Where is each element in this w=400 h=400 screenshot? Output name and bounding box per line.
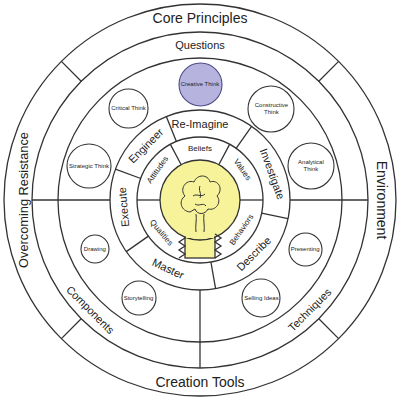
- bulb-filament: [196, 214, 205, 232]
- bulb-base: [185, 231, 215, 258]
- ring-divider: [262, 213, 288, 219]
- circle-label: Analytical Think: [291, 159, 331, 172]
- circle-shape: [81, 235, 109, 263]
- ring-divider: [61, 61, 81, 81]
- circle-shape: [289, 233, 322, 266]
- ring-label: Questions: [175, 40, 225, 51]
- skill-circle: Creative Think: [178, 62, 223, 107]
- circle-label: Presenting: [291, 246, 320, 253]
- ring-divider: [137, 199, 160, 200]
- skill-circle: Critical Think: [108, 88, 149, 129]
- skill-circle: Presenting: [288, 232, 323, 267]
- ring-divider: [211, 262, 216, 289]
- circle-label: Creative Think: [181, 81, 220, 88]
- circle-label: Constructive Think: [251, 102, 291, 115]
- ring-divider: [61, 319, 81, 339]
- circle-shape: [67, 144, 111, 188]
- brain-icon: [181, 176, 220, 232]
- bulb-thread: [215, 234, 221, 258]
- ring-divider: [319, 319, 339, 339]
- ring-border: [137, 137, 263, 263]
- ring-divider: [170, 144, 181, 164]
- circle-label: Drawing: [84, 246, 106, 253]
- circle-label: Storytelling: [124, 295, 154, 302]
- circle-label: Selling Ideas: [244, 295, 278, 302]
- circle-content: Creative Think: [178, 62, 223, 107]
- skill-circle: Analytical Think: [287, 142, 335, 190]
- ring-border: [32, 32, 368, 368]
- ring-divider: [240, 199, 263, 200]
- skill-circle: Strategic Think: [66, 143, 112, 189]
- circle-content: Drawing: [80, 234, 110, 264]
- ring-divider: [126, 236, 148, 252]
- ring-divider: [199, 290, 200, 368]
- circle-content: Presenting: [288, 232, 323, 267]
- ring-divider: [115, 169, 140, 178]
- circle-shape: [242, 279, 280, 317]
- bulb-neck: [186, 230, 214, 238]
- circle-shape: [288, 143, 334, 189]
- light-bulb: [160, 160, 240, 240]
- circle-shape: [248, 86, 294, 132]
- skill-circle: Constructive Think: [247, 85, 295, 133]
- bulb-thread: [179, 238, 185, 258]
- ring-divider: [236, 126, 252, 148]
- circle-label: Strategic Think: [69, 163, 109, 170]
- circle-content: Selling Ideas: [241, 278, 281, 318]
- ring-divider: [290, 199, 368, 200]
- circle-content: Analytical Think: [287, 142, 335, 190]
- ring-divider: [219, 144, 230, 164]
- ring-label: Investigate: [258, 147, 287, 201]
- ring-label: Overcoming Resistance: [18, 132, 31, 268]
- ring-label: Re-Imagine: [172, 118, 229, 129]
- brain-outline: [181, 176, 220, 214]
- circle-label: Critical Think: [111, 105, 146, 112]
- circle-content: Strategic Think: [66, 143, 112, 189]
- ring-divider: [32, 199, 110, 200]
- ring-border: [110, 110, 290, 290]
- skill-circle: Storytelling: [121, 280, 157, 316]
- outer-ring: [4, 4, 396, 396]
- circle-content: Storytelling: [121, 280, 157, 316]
- ring-label: Creation Tools: [155, 375, 244, 389]
- circle-content: Critical Think: [108, 88, 149, 129]
- ring-label: Describe: [235, 235, 273, 273]
- ring-label: Environment: [375, 161, 389, 240]
- skill-circle: Selling Ideas: [241, 278, 281, 318]
- ring-divider: [319, 61, 339, 81]
- ring-label: Beliefs: [188, 145, 212, 153]
- ring-label: Execute: [117, 186, 131, 227]
- circle-shape: [179, 63, 222, 106]
- circle-shape: [109, 89, 148, 128]
- skill-circle: Drawing: [80, 234, 110, 264]
- circle-content: Constructive Think: [247, 85, 295, 133]
- ring-label: Core Principles: [153, 11, 248, 25]
- ring-label: Values: [232, 158, 252, 182]
- brain-folds: [193, 186, 206, 206]
- circle-shape: [122, 281, 156, 315]
